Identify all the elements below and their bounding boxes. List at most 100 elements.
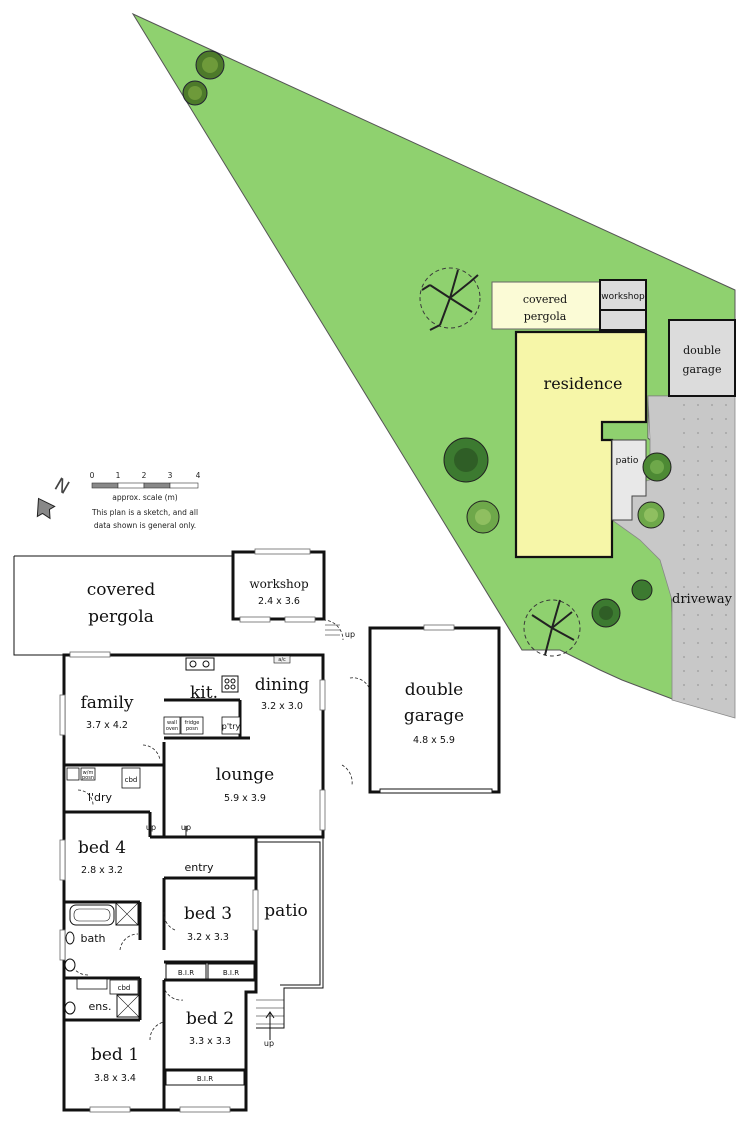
- driveway-stipple-dot: [725, 474, 727, 476]
- laundry-label: l'dry: [88, 791, 113, 804]
- driveway-stipple-dot: [683, 488, 685, 490]
- site-driveway-label: driveway: [672, 592, 733, 607]
- scale-caption: approx. scale (m): [112, 493, 178, 502]
- tree-icon: [466, 500, 500, 534]
- tree-icon: [523, 599, 581, 657]
- driveway-stipple-dot: [683, 418, 685, 420]
- driveway-stipple-dot: [725, 642, 727, 644]
- site-pergola-label-1: covered: [523, 293, 567, 306]
- family-dims: 3.7 x 4.2: [86, 720, 128, 731]
- driveway-stipple-dot: [725, 670, 727, 672]
- up-marker-pergola: up: [345, 630, 355, 639]
- driveway-stipple-dot: [683, 446, 685, 448]
- tree-icon: [591, 598, 621, 628]
- bed1-label: bed 1: [91, 1045, 139, 1065]
- wall-oven-label-1: wall: [167, 720, 177, 726]
- driveway-stipple-dot: [725, 460, 727, 462]
- driveway-stipple-dot: [711, 684, 713, 686]
- driveway-stipple-dot: [683, 460, 685, 462]
- bed2-label: bed 2: [186, 1009, 234, 1029]
- driveway-stipple-dot: [683, 432, 685, 434]
- ac-label: a/c: [278, 657, 286, 663]
- driveway-stipple-dot: [697, 642, 699, 644]
- driveway-stipple-dot: [711, 502, 713, 504]
- driveway-stipple-dot: [725, 656, 727, 658]
- disclaimer-line-1: This plan is a sketch, and all: [91, 508, 198, 517]
- site-plan: residence covered pergola workshop doubl…: [131, 12, 736, 719]
- driveway-stipple-dot: [725, 614, 727, 616]
- driveway-stipple-dot: [711, 404, 713, 406]
- driveway-stipple-dot: [711, 698, 713, 700]
- driveway-stipple-dot: [697, 418, 699, 420]
- patio-label: patio: [264, 901, 308, 921]
- floor-plan-walls: [13, 550, 501, 1112]
- tree-icon: [182, 80, 208, 106]
- scale-tick-0: 0: [90, 471, 95, 480]
- dining-dims: 3.2 x 3.0: [261, 701, 303, 712]
- driveway-stipple-dot: [725, 418, 727, 420]
- driveway-stipple-dot: [725, 628, 727, 630]
- kitchen-label: kit.: [190, 683, 218, 703]
- site-pergola: [491, 281, 601, 330]
- driveway-stipple-dot: [683, 502, 685, 504]
- up-marker-patio: up: [264, 1039, 274, 1048]
- site-residence: [514, 330, 648, 559]
- scale-tick-1: 1: [116, 471, 121, 480]
- driveway-stipple-dot: [711, 656, 713, 658]
- driveway-stipple-dot: [697, 656, 699, 658]
- north-letter: N: [51, 474, 73, 499]
- driveway-stipple-dot: [725, 502, 727, 504]
- bir3-label: B.I.R: [197, 1075, 213, 1083]
- tree-icon: [443, 437, 489, 483]
- site-residence-label: residence: [544, 374, 623, 393]
- driveway-stipple-dot: [711, 586, 713, 588]
- site-workshop-label: workshop: [601, 292, 645, 302]
- site-patio: [611, 439, 647, 521]
- driveway-stipple-dot: [683, 572, 685, 574]
- driveway-stipple-dot: [711, 670, 713, 672]
- driveway-stipple-dot: [711, 460, 713, 462]
- driveway-stipple-dot: [725, 684, 727, 686]
- workshop-label: workshop: [249, 577, 309, 591]
- driveway-stipple-dot: [711, 600, 713, 602]
- driveway-stipple-dot: [697, 404, 699, 406]
- driveway-stipple-dot: [697, 516, 699, 518]
- scale-bar: 0 1 2 3 4 approx. scale (m) This plan is…: [90, 471, 201, 530]
- driveway-stipple-dot: [711, 558, 713, 560]
- bed1-dims: 3.8 x 3.4: [94, 1073, 136, 1084]
- driveway-stipple-dot: [725, 586, 727, 588]
- dining-label: dining: [255, 675, 310, 695]
- site-workshop-annex: [599, 309, 647, 331]
- driveway-stipple-dot: [683, 586, 685, 588]
- driveway-stipple-dot: [711, 530, 713, 532]
- driveway-stipple-dot: [711, 418, 713, 420]
- driveway-stipple-dot: [711, 544, 713, 546]
- driveway-stipple-dot: [697, 586, 699, 588]
- driveway-stipple-dot: [711, 488, 713, 490]
- kitchen-fixtures: [66, 655, 291, 789]
- wm-label: w/m: [83, 770, 94, 776]
- driveway-stipple-dot: [711, 474, 713, 476]
- driveway-stipple-dot: [683, 544, 685, 546]
- lounge-dims: 5.9 x 3.9: [224, 793, 266, 804]
- driveway-stipple-dot: [697, 432, 699, 434]
- scale-tick-4: 4: [196, 471, 201, 480]
- fridge-label-2: posn: [186, 726, 198, 732]
- driveway-stipple-dot: [725, 544, 727, 546]
- site-garage-label-1: double: [683, 344, 721, 357]
- driveway-stipple-dot: [683, 614, 685, 616]
- wall-oven-label-2: oven: [166, 726, 178, 732]
- pergola-label-2: pergola: [88, 607, 154, 627]
- driveway-stipple-dot: [725, 600, 727, 602]
- bed4-label: bed 4: [78, 838, 126, 858]
- driveway-stipple-dot: [725, 404, 727, 406]
- door-swings: [69, 619, 371, 1041]
- driveway-stipple-dot: [725, 516, 727, 518]
- garage-label-1: double: [405, 680, 463, 700]
- driveway-stipple-dot: [697, 530, 699, 532]
- driveway-stipple-dot: [697, 474, 699, 476]
- tree-icon: [642, 452, 672, 482]
- pantry-label: p'try: [222, 722, 241, 731]
